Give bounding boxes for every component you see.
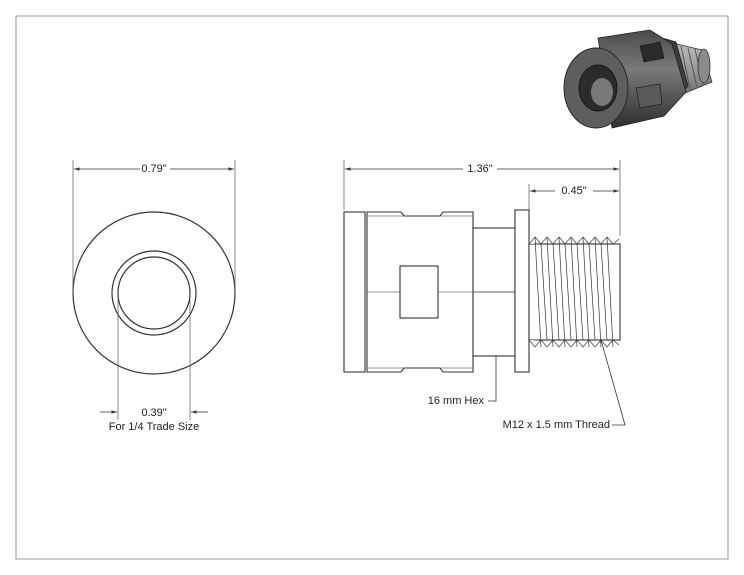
side-dimensions: 1.36" 0.45" 16 mm Hex M12 x 1.5 mm Threa… xyxy=(343,160,626,431)
thread-teeth xyxy=(528,236,620,348)
fitting-3d-image xyxy=(563,29,713,129)
thread-leader xyxy=(600,339,626,426)
front-flange xyxy=(343,211,366,373)
trade-size-note: For 1/4 Trade Size xyxy=(109,421,200,433)
hex-callout: 16 mm Hex xyxy=(428,395,485,407)
overall-length-label: 1.36" xyxy=(467,163,492,175)
body-window xyxy=(399,265,439,319)
side-view xyxy=(343,209,621,373)
front-view: 0.79" 0.39" For 1/4 Trade Size xyxy=(72,160,236,433)
outer-diameter-label: 0.79" xyxy=(141,163,166,175)
thread-callout: M12 x 1.5 mm Thread xyxy=(503,419,610,431)
hex-leader xyxy=(488,356,497,402)
inner-diameter-label: 0.39" xyxy=(141,407,166,419)
hex-flange xyxy=(514,209,530,373)
thread-length-label: 0.45" xyxy=(561,185,586,197)
sheet-border xyxy=(15,15,729,560)
inner-bore-circle xyxy=(117,256,191,330)
